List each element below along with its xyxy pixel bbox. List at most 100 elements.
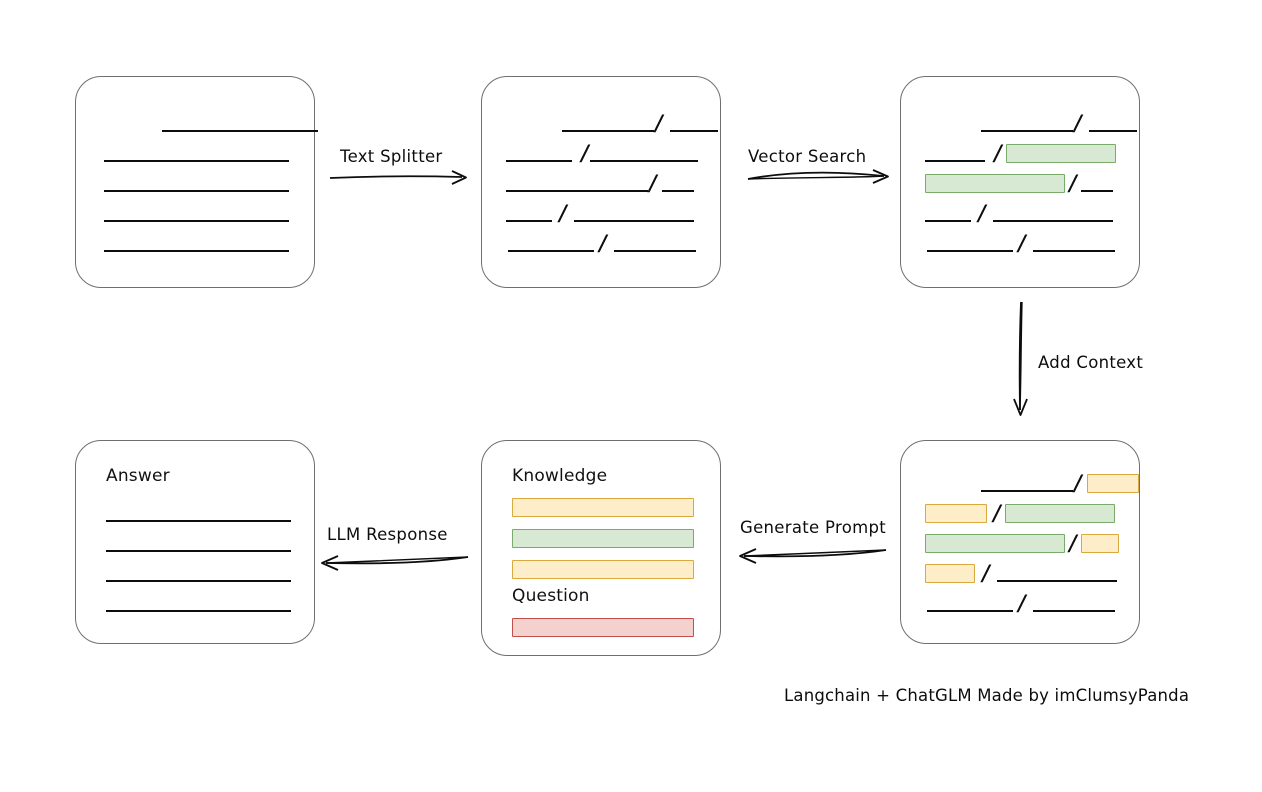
text-chunk xyxy=(104,203,289,223)
answer-label: Answer xyxy=(106,466,170,486)
text-line: / xyxy=(925,529,1119,555)
edge-label-add-context: Add Context xyxy=(1038,353,1144,372)
text-chunk xyxy=(589,143,698,163)
question-label: Question xyxy=(512,586,590,606)
text-chunk xyxy=(1032,593,1115,613)
text-chunk xyxy=(981,473,1073,493)
chunk-separator-icon: / xyxy=(994,139,1002,165)
text-line: / xyxy=(506,229,696,255)
chunk-separator-icon: / xyxy=(1018,589,1026,615)
text-chunk xyxy=(104,143,289,163)
text-chunk xyxy=(562,113,654,133)
highlighted-chunk-yellow xyxy=(1080,533,1119,553)
chunk-separator-icon: / xyxy=(1074,109,1082,135)
highlighted-chunk-yellow xyxy=(925,503,987,523)
highlighted-chunk-green xyxy=(925,533,1065,553)
text-line xyxy=(104,143,289,163)
text-chunk xyxy=(927,593,1013,613)
chunk-separator-icon: / xyxy=(1069,529,1077,555)
text-line: / xyxy=(506,199,694,225)
knowledge-bar-1 xyxy=(512,498,694,517)
text-line xyxy=(104,203,289,223)
text-line: / xyxy=(925,589,1115,615)
chunk-separator-icon: / xyxy=(599,229,607,255)
text-line: / xyxy=(925,109,1137,135)
knowledge-bar-2 xyxy=(512,529,694,548)
text-line: / xyxy=(925,499,1115,525)
text-chunk xyxy=(925,203,971,223)
text-chunk xyxy=(927,233,1013,253)
text-chunk xyxy=(669,113,718,133)
text-line xyxy=(104,233,289,253)
text-line: / xyxy=(506,169,694,195)
text-chunk xyxy=(162,113,318,133)
text-line xyxy=(104,173,289,193)
text-chunk xyxy=(1088,113,1137,133)
split-document-card[interactable]: / / / / / xyxy=(481,76,721,288)
text-line: / xyxy=(925,199,1113,225)
text-chunk xyxy=(661,173,694,193)
text-chunk xyxy=(992,203,1113,223)
text-chunk xyxy=(613,233,696,253)
text-chunk xyxy=(925,143,985,163)
highlighted-chunk-green xyxy=(1004,503,1115,523)
text-chunk xyxy=(104,173,289,193)
edge-label-generate-prompt: Generate Prompt xyxy=(740,518,886,537)
text-chunk xyxy=(996,563,1117,583)
text-chunk xyxy=(506,173,648,193)
chunk-separator-icon: / xyxy=(559,199,567,225)
source-document-card[interactable] xyxy=(75,76,318,288)
chunk-separator-icon: / xyxy=(978,199,986,225)
text-line: / xyxy=(506,109,718,135)
text-chunk xyxy=(573,203,694,223)
knowledge-label: Knowledge xyxy=(512,466,608,486)
text-chunk xyxy=(106,533,291,553)
arrow-generate-prompt xyxy=(739,548,887,564)
chunk-separator-icon: / xyxy=(581,139,589,165)
text-line: / xyxy=(925,229,1115,255)
chunk-separator-icon: / xyxy=(1074,469,1082,495)
edge-label-vector-search: Vector Search xyxy=(748,147,867,166)
chunk-separator-icon: / xyxy=(993,499,1001,525)
answer-card[interactable]: Answer xyxy=(75,440,315,644)
matched-document-card[interactable]: / / / / / xyxy=(900,76,1140,288)
text-chunk xyxy=(1080,173,1113,193)
edge-label-llm-response: LLM Response xyxy=(327,525,448,544)
chunk-separator-icon: / xyxy=(1018,229,1026,255)
highlighted-chunk-green xyxy=(1005,143,1116,163)
text-line: / xyxy=(925,139,1116,165)
arrow-llm-response xyxy=(321,555,469,571)
text-chunk xyxy=(104,233,289,253)
prompt-card[interactable]: Knowledge Question xyxy=(481,440,721,656)
text-chunk xyxy=(506,143,572,163)
text-chunk xyxy=(508,233,594,253)
chunk-separator-icon: / xyxy=(982,559,990,585)
diagram-caption: Langchain + ChatGLM Made by imClumsyPand… xyxy=(784,686,1190,705)
text-chunk xyxy=(106,503,291,523)
chunk-separator-icon: / xyxy=(649,169,657,195)
edge-label-text-splitter: Text Splitter xyxy=(340,147,443,166)
text-chunk xyxy=(506,203,552,223)
text-chunk xyxy=(106,563,291,583)
text-line: / xyxy=(506,139,698,165)
highlighted-chunk-yellow xyxy=(925,563,975,583)
highlighted-chunk-yellow xyxy=(1086,473,1139,493)
chunk-separator-icon: / xyxy=(1069,169,1077,195)
knowledge-bar-3 xyxy=(512,560,694,579)
text-line xyxy=(106,593,291,613)
arrow-vector-search xyxy=(747,169,889,184)
text-line xyxy=(104,113,318,133)
question-bar-1 xyxy=(512,618,694,637)
arrow-add-context xyxy=(1013,301,1028,416)
context-document-card[interactable]: / / / / / xyxy=(900,440,1140,644)
text-line xyxy=(106,533,291,553)
chunk-separator-icon: / xyxy=(655,109,663,135)
text-line: / xyxy=(925,469,1139,495)
arrow-text-splitter xyxy=(329,170,467,185)
text-line: / xyxy=(925,169,1113,195)
text-chunk xyxy=(1032,233,1115,253)
text-line xyxy=(106,563,291,583)
text-line: / xyxy=(925,559,1117,585)
text-line xyxy=(106,503,291,523)
